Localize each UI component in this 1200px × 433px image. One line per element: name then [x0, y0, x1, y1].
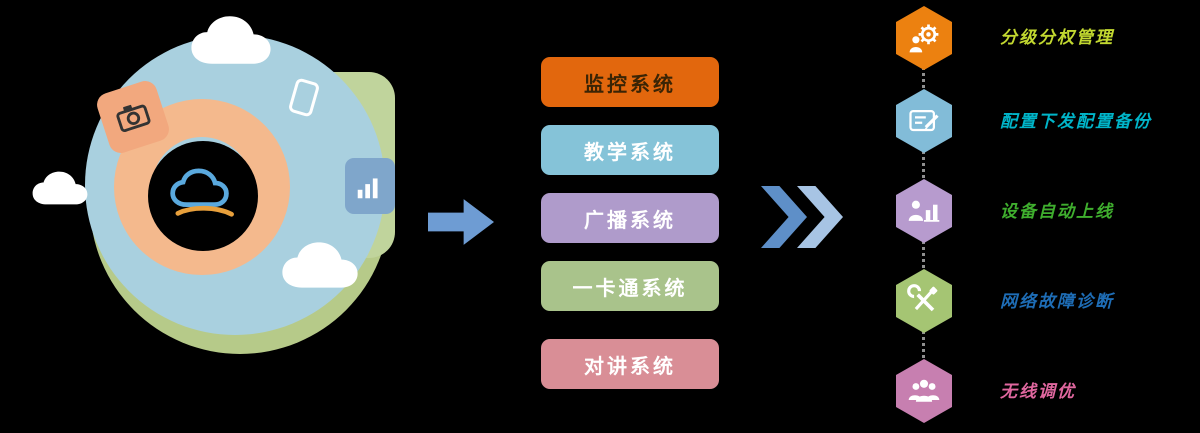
gear-person-icon — [909, 24, 939, 53]
camera-icon — [116, 104, 151, 133]
center-disc — [148, 141, 258, 251]
system-button-teaching: 教学系统 — [541, 125, 719, 175]
feature-hexagon-management — [896, 6, 952, 70]
cloud-icon — [282, 242, 358, 288]
system-button-monitoring: 监控系统 — [541, 57, 719, 107]
feature-hexagon-config — [896, 89, 952, 153]
feature-label: 设备自动上线 — [1000, 202, 1114, 221]
cloud-icon — [32, 171, 88, 205]
feature-label: 分级分权管理 — [1000, 28, 1114, 47]
people-icon — [908, 379, 940, 402]
cloud-logo-icon — [170, 168, 234, 217]
cloud-platform-illustration — [0, 0, 440, 433]
feature-hexagon-auto-online — [896, 179, 952, 243]
system-label: 一卡通系统 — [572, 277, 688, 300]
bar-chart-icon — [357, 178, 378, 199]
camera-tile — [93, 77, 173, 157]
cloud-icon — [191, 16, 271, 64]
feature-label: 配置下发配置备份 — [1000, 112, 1152, 131]
feature-hexagon-wireless — [896, 359, 952, 423]
presenter-chart-icon — [908, 200, 940, 222]
document-edit-icon — [909, 109, 939, 132]
tools-icon — [907, 284, 938, 312]
feature-hexagon-diagnosis — [896, 269, 952, 333]
system-button-broadcast: 广播系统 — [541, 193, 719, 243]
system-label: 对讲系统 — [584, 355, 676, 378]
system-label: 教学系统 — [584, 141, 676, 164]
system-label: 广播系统 — [584, 209, 676, 232]
feature-label: 无线调优 — [1000, 382, 1076, 401]
feature-label: 网络故障诊断 — [1000, 292, 1114, 311]
system-label: 监控系统 — [584, 73, 676, 96]
chart-tile — [345, 158, 395, 214]
system-button-intercom: 对讲系统 — [541, 339, 719, 389]
system-button-onecard: 一卡通系统 — [541, 261, 719, 311]
chevron-right-icon — [761, 186, 807, 248]
